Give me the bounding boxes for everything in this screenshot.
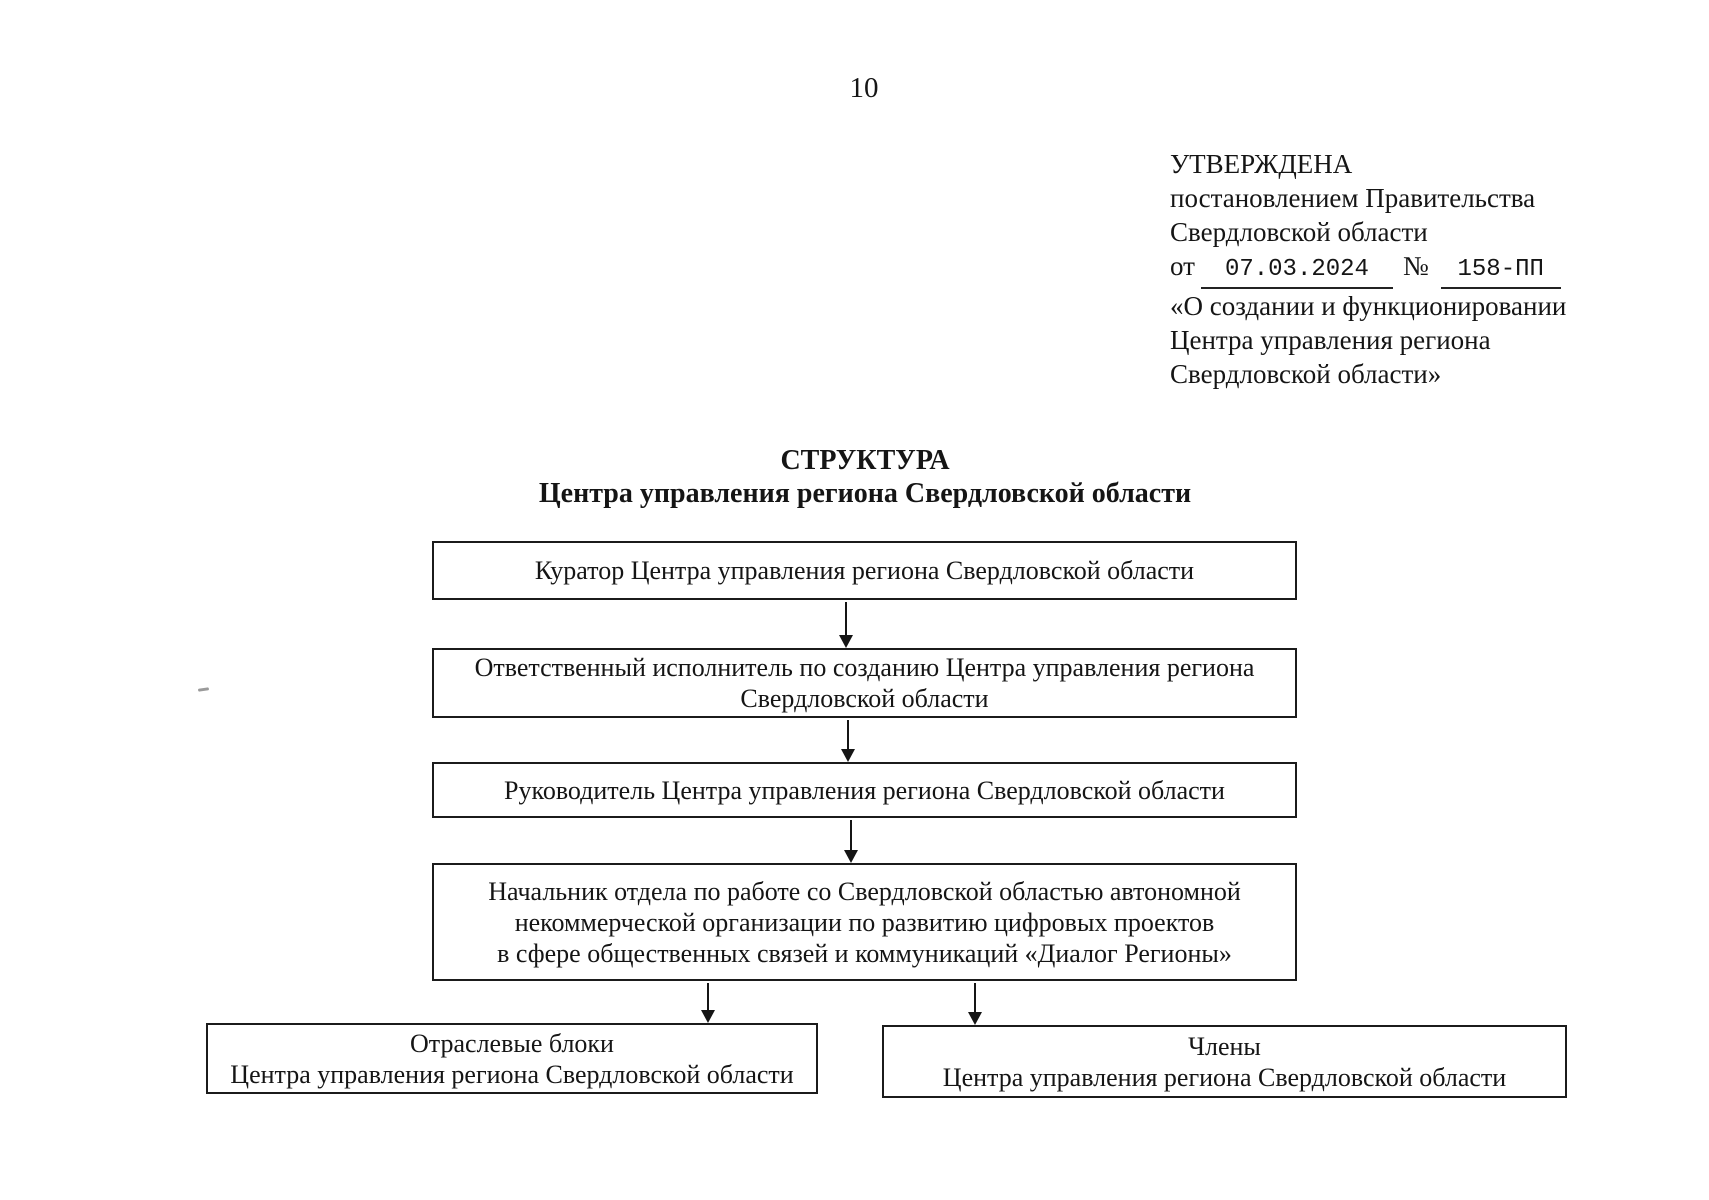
scan-artifact-mark — [197, 687, 210, 692]
arrow-shaft — [707, 983, 709, 1011]
node-line: Начальник отдела по работе со Свердловск… — [488, 876, 1241, 906]
arrow-shaft — [845, 602, 847, 636]
arrow-head — [701, 1010, 715, 1023]
node-line: Отраслевые блоки — [410, 1028, 614, 1058]
node-line: Центра управления региона Свердловской о… — [942, 1062, 1507, 1092]
page-number: 10 — [849, 72, 879, 104]
flow-node-curator: Куратор Центра управления региона Свердл… — [432, 541, 1297, 600]
approval-block: УТВЕРЖДЕНА постановлением Правительства … — [1170, 147, 1566, 391]
arrow-down-icon — [838, 602, 854, 648]
node-line: Ответственный исполнитель по созданию Це… — [474, 653, 1255, 682]
approval-no-label: № — [1402, 251, 1429, 281]
arrow-down-icon — [843, 820, 859, 863]
flow-node-responsible-executive: Ответственный исполнитель по созданию Це… — [432, 648, 1297, 718]
approval-line-resolution: постановлением Правительства — [1170, 183, 1536, 213]
arrow-head — [844, 850, 858, 863]
arrow-down-icon — [840, 720, 856, 762]
flow-node-members: Члены Центра управления региона Свердлов… — [882, 1025, 1567, 1098]
arrow-head — [841, 749, 855, 762]
approval-line-quote-1: «О создании и функционировании — [1170, 291, 1567, 321]
approval-line-region: Свердловской области — [1170, 217, 1428, 247]
node-line: в сфере общественных связей и коммуникац… — [497, 938, 1232, 968]
approval-line-approved: УТВЕРЖДЕНА — [1170, 149, 1353, 179]
flow-node-sector-blocks: Отраслевые блоки Центра управления регио… — [206, 1023, 818, 1094]
arrow-head — [839, 635, 853, 648]
node-line: Центра управления региона Свердловской о… — [230, 1059, 794, 1089]
arrow-head — [968, 1012, 982, 1025]
diagram-title-line-1: СТРУКТУРА — [780, 445, 950, 476]
arrow-down-icon — [967, 983, 983, 1025]
arrow-shaft — [847, 720, 849, 750]
arrow-shaft — [850, 820, 852, 851]
approval-from-label: от — [1170, 251, 1195, 281]
flow-node-head: Руководитель Центра управления региона С… — [432, 762, 1297, 818]
diagram-title: СТРУКТУРА Центра управления региона Свер… — [432, 444, 1298, 510]
node-line: Свердловской области — [740, 684, 989, 713]
diagram-title-line-2: Центра управления региона Свердловской о… — [538, 478, 1192, 509]
node-line: некоммерческой организации по развитию ц… — [514, 907, 1215, 937]
approval-number-value: 158-ПП — [1440, 253, 1561, 289]
node-line: Члены — [1188, 1031, 1261, 1061]
arrow-down-icon — [700, 983, 716, 1023]
approval-line-quote-3: Свердловской области» — [1170, 359, 1442, 389]
node-line: Куратор Центра управления региона Свердл… — [534, 556, 1195, 585]
flow-node-department-head: Начальник отдела по работе со Свердловск… — [432, 863, 1297, 981]
approval-line-quote-2: Центра управления региона — [1170, 325, 1491, 355]
arrow-shaft — [974, 983, 976, 1013]
node-line: Руководитель Центра управления региона С… — [504, 775, 1225, 805]
approval-date-value: 07.03.2024 — [1200, 253, 1393, 289]
